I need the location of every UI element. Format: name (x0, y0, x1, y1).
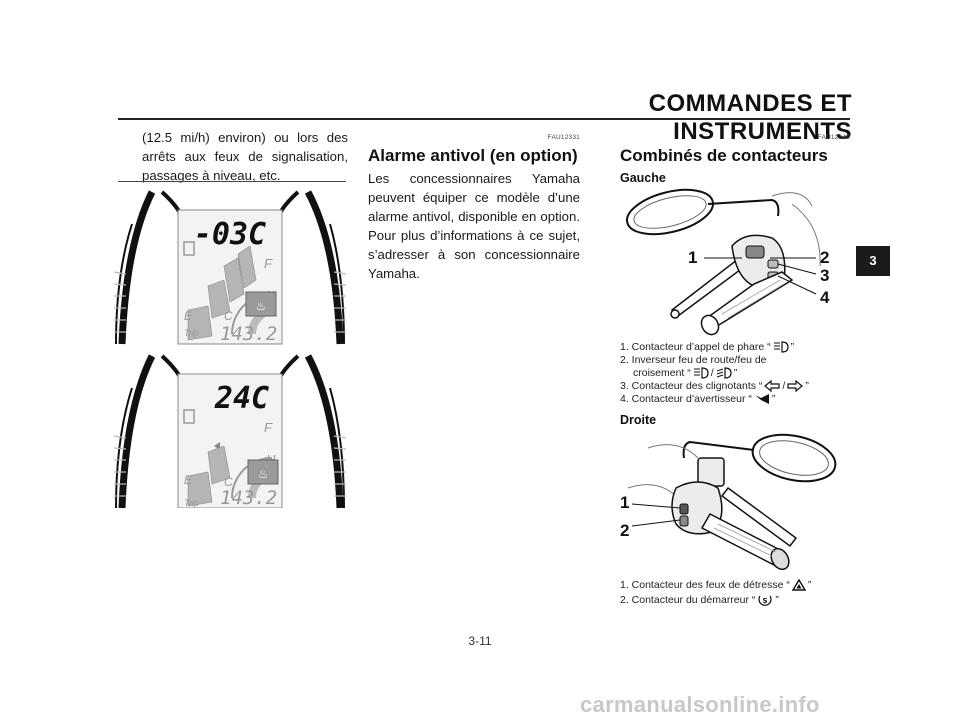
lcd-temp-readout: -03C (194, 217, 266, 252)
page-header-title: COMMANDES ET INSTRUMENTS (648, 90, 852, 145)
svg-text:♨: ♨ (256, 299, 267, 313)
caption-line: 2. Contacteur du démarreur “S” (620, 594, 779, 606)
turn-left-icon (764, 380, 781, 392)
right-handlebar-illustration: 1 2 (620, 433, 837, 571)
callout-2: 2 (620, 521, 629, 540)
trip-label: Trip (184, 498, 199, 508)
fuel-empty-label: E (184, 473, 193, 487)
header-rule (118, 118, 850, 120)
fuel-full-label: F (264, 256, 273, 271)
caption-line: 1. Contacteur d’appel de phare “” (620, 341, 795, 353)
continuation-paragraph: (12.5 mi/h) environ) ou lors des arrêts … (142, 130, 348, 183)
trip-odometer: 143.2 (220, 487, 277, 508)
right-captions: 1. Contacteur des feux de détresse “” 2.… (620, 579, 811, 607)
svg-text:S: S (763, 597, 768, 605)
fuel-empty-label: E (184, 309, 193, 323)
caption-line: croisement “/” (633, 367, 738, 379)
caption-line: 1. Contacteur des feux de détresse “” (620, 579, 812, 591)
section-code: FAU12348 (817, 134, 850, 141)
svg-text:♨: ♨ (258, 467, 269, 481)
fuel-full-label: F (264, 420, 273, 435)
temp-cold-label: C (224, 309, 233, 323)
subheading-left: Gauche (620, 171, 666, 185)
chapter-tab: 3 (856, 246, 890, 276)
caption-line: 4. Contacteur d’avertisseur “” (620, 393, 776, 405)
trip-label: Trip (184, 328, 199, 338)
temp-cold-label: C (224, 475, 233, 489)
dashboard-illustration-top: -03C F H ♨ E C Trip 143.2 (113, 190, 347, 345)
callout-1: 1 (620, 493, 629, 512)
column-rule (118, 181, 346, 182)
callout-1: 1 (688, 248, 697, 267)
watermark: carmanualsonline.info (580, 692, 820, 717)
hazard-icon (791, 579, 806, 591)
callout-3: 3 (820, 266, 829, 285)
horn-icon (754, 394, 769, 404)
section-title-alarm: Alarme antivol (en option) (368, 146, 578, 165)
subheading-right: Droite (620, 413, 657, 427)
high-beam-icon (693, 367, 709, 379)
callout-2: 2 (820, 248, 829, 267)
caption-line: 3. Contacteur des clignotants “/” (620, 380, 809, 392)
caption-line: 2. Inverseur feu de route/feu de (620, 354, 767, 366)
lcd-temp-readout: 24C (214, 381, 269, 416)
left-captions: 1. Contacteur d’appel de phare “” 2. Inv… (620, 341, 809, 406)
section-code: FAU12331 (547, 134, 580, 141)
page-number: 3-11 (468, 634, 492, 648)
starter-icon: S (758, 595, 772, 606)
section-title-switches: Combinés de contacteurs (620, 146, 828, 165)
high-beam-icon (773, 341, 789, 353)
left-handlebar-illustration: 1 2 3 4 (626, 188, 830, 336)
alarm-paragraph: Les concessionnaires Yamaha peuvent équi… (368, 171, 580, 281)
trip-odometer: 143.2 (220, 323, 277, 345)
callout-4: 4 (820, 288, 830, 307)
low-beam-icon (716, 367, 732, 379)
dashboard-illustration-bottom: 24C F H ♨ E C Trip 143.2 (113, 354, 347, 508)
turn-right-icon (787, 380, 804, 392)
